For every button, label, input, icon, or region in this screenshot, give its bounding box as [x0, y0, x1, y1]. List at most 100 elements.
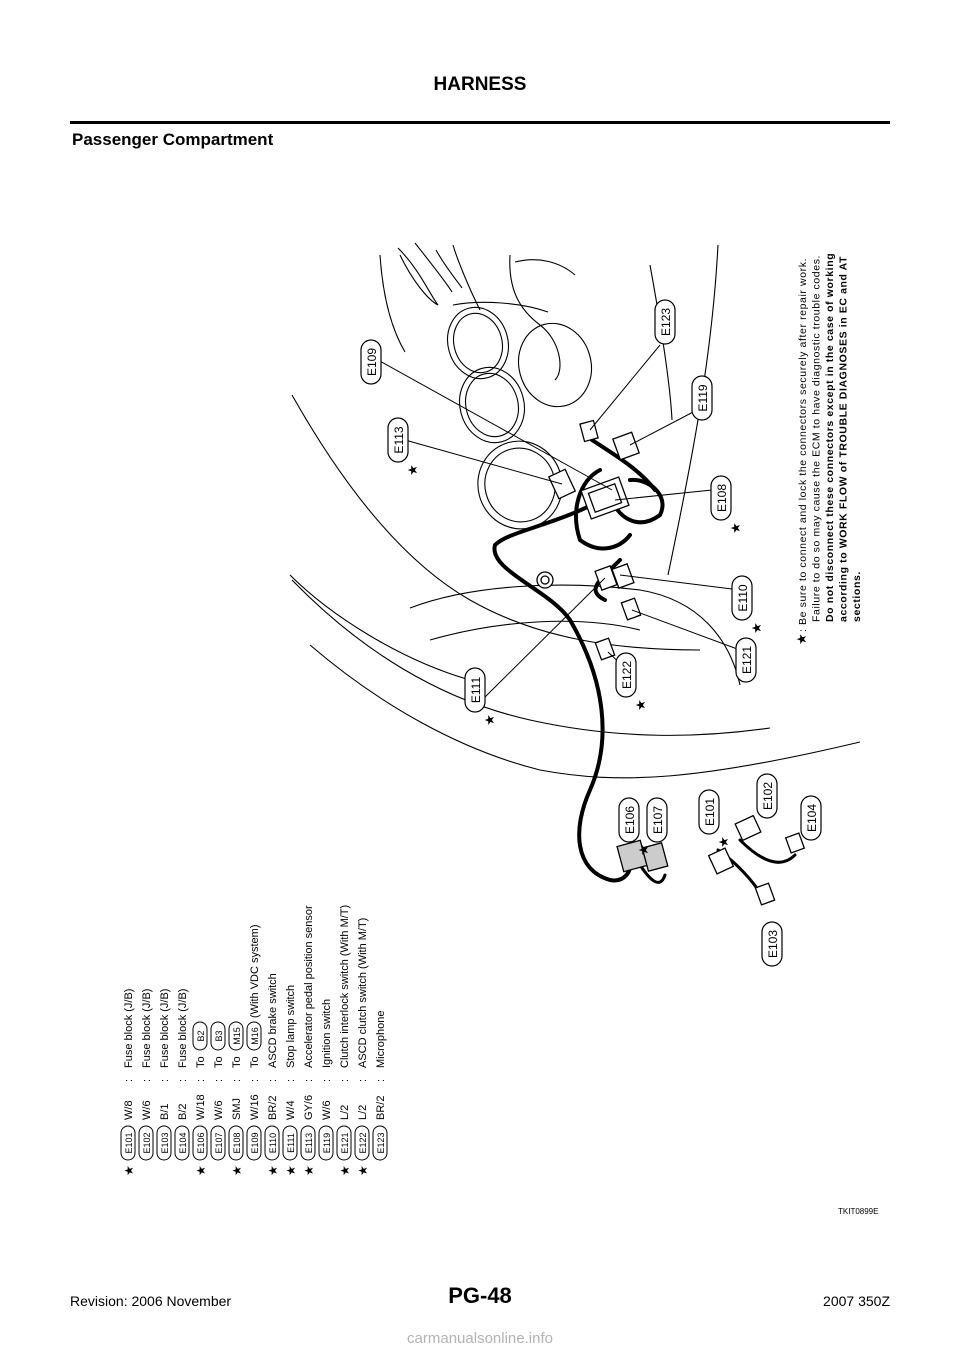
legend-colon: : [249, 1079, 261, 1082]
note-line: Do not disconnect these connectors excep… [824, 253, 836, 622]
legend-wire: B/2 [177, 1103, 189, 1120]
legend-code-oval [354, 1125, 370, 1161]
legend-star: ★ [266, 1165, 280, 1176]
legend-colon: : [375, 1079, 387, 1082]
figure-id: TKIT0899E [838, 1207, 878, 1216]
legend-colon: : [339, 1079, 351, 1082]
legend-ref-oval [246, 1021, 262, 1051]
legend-desc: ASCD clutch switch (With M/T) [357, 918, 369, 1068]
legend-code: E106 [196, 1132, 206, 1153]
legend-wire: W/6 [213, 1100, 225, 1120]
star-marker: ★ [716, 836, 731, 848]
legend-desc: Fuse block (J/B) [159, 989, 171, 1068]
legend-desc: To [231, 1056, 243, 1068]
callout-text: E119 [696, 384, 710, 411]
legend-code-oval [300, 1125, 316, 1161]
callout-e103: E103 [761, 921, 783, 967]
legend-desc: To [213, 1056, 225, 1068]
note-line: according to WORK FLOW of TROUBLE DIAGNO… [838, 256, 850, 622]
star-marker: ★ [405, 464, 420, 476]
note-block: ★: Be sure to connect and lock the conne… [794, 253, 863, 645]
legend-code-oval [336, 1125, 352, 1161]
legend-code: E101 [124, 1132, 134, 1153]
callout-text: E123 [659, 308, 673, 336]
callout-oval [698, 789, 720, 835]
callout-e111: E111★ [464, 667, 497, 726]
callout-text: E101 [703, 798, 717, 826]
callout-e101: E101 ★ [698, 789, 731, 848]
legend-colon: : [321, 1079, 333, 1082]
legend-ref-oval [192, 1021, 208, 1051]
footer-revision: Revision: 2006 November [70, 1293, 232, 1309]
callout-text: E108 [715, 484, 729, 512]
legend-desc: ASCD brake switch [267, 973, 279, 1068]
legend-ref: B3 [214, 1030, 224, 1041]
legend-code: E121 [340, 1132, 350, 1153]
callout-oval [731, 575, 753, 621]
legend-code-oval [246, 1125, 262, 1161]
legend-wire: SMJ [231, 1098, 243, 1120]
footer-model: 2007 350Z [823, 1293, 890, 1309]
callout-e104: E104 [800, 795, 822, 841]
legend-code-oval [120, 1125, 136, 1161]
legend-code-oval [192, 1125, 208, 1161]
legend-code: E111 [286, 1133, 296, 1153]
connector-blocks [536, 419, 806, 906]
note-star: ★ [794, 633, 809, 645]
legend-desc: Clutch interlock switch (With M/T) [339, 905, 351, 1068]
callout-text: E110 [736, 584, 750, 611]
legend-code: E108 [232, 1132, 242, 1153]
legend-code: E123 [376, 1132, 386, 1153]
legend-ref: M16 [250, 1027, 260, 1045]
callout-oval [761, 921, 783, 967]
legend-star: ★ [356, 1165, 370, 1176]
legend-desc: To [195, 1056, 207, 1068]
star-marker: ★ [482, 714, 497, 726]
callout-oval [464, 667, 486, 713]
note-line: sections. [851, 571, 863, 622]
legend-desc: Ignition switch [321, 999, 333, 1068]
star-marker: ★ [636, 844, 651, 856]
callout-text: E107 [651, 806, 665, 834]
legend-star: ★ [122, 1165, 136, 1176]
legend-desc: Accelerator pedal position sensor [303, 905, 315, 1068]
legend-code: E104 [178, 1132, 188, 1153]
legend-code: E102 [142, 1132, 152, 1153]
legend-wire: W/6 [321, 1100, 333, 1120]
legend-wire: W/8 [123, 1100, 135, 1120]
callout-oval [360, 339, 382, 385]
legend-ref: B2 [196, 1030, 206, 1041]
page-header-title: HARNESS [433, 74, 527, 95]
callout-e110: E110★ [731, 575, 764, 634]
legend-wire: W/6 [141, 1100, 153, 1120]
legend-colon: : [195, 1079, 207, 1082]
legend-wire: BR/2 [267, 1096, 279, 1120]
legend-star: ★ [230, 1165, 244, 1176]
callout-e107: E107 [646, 797, 668, 843]
callout-oval [654, 299, 676, 345]
legend-wire: W/4 [285, 1100, 297, 1120]
legend-desc: To [249, 1056, 261, 1068]
legend-desc: Microphone [375, 1011, 387, 1068]
legend-colon: : [177, 1079, 189, 1082]
callout-oval [618, 797, 640, 843]
callout-text: E121 [740, 646, 754, 674]
legend-wire: L/2 [357, 1105, 369, 1120]
note-line: : Be sure to connect and lock the connec… [797, 258, 809, 632]
leader-lines [377, 344, 741, 701]
section-title: Passenger Compartment [72, 130, 274, 149]
legend-code-oval [138, 1125, 154, 1161]
legend-colon: : [123, 1079, 135, 1082]
dashboard-outline [289, 242, 861, 779]
callout-oval [800, 795, 822, 841]
legend-wire: W/18 [195, 1094, 207, 1120]
callout-oval [646, 797, 668, 843]
legend-wire: BR/2 [375, 1096, 387, 1120]
